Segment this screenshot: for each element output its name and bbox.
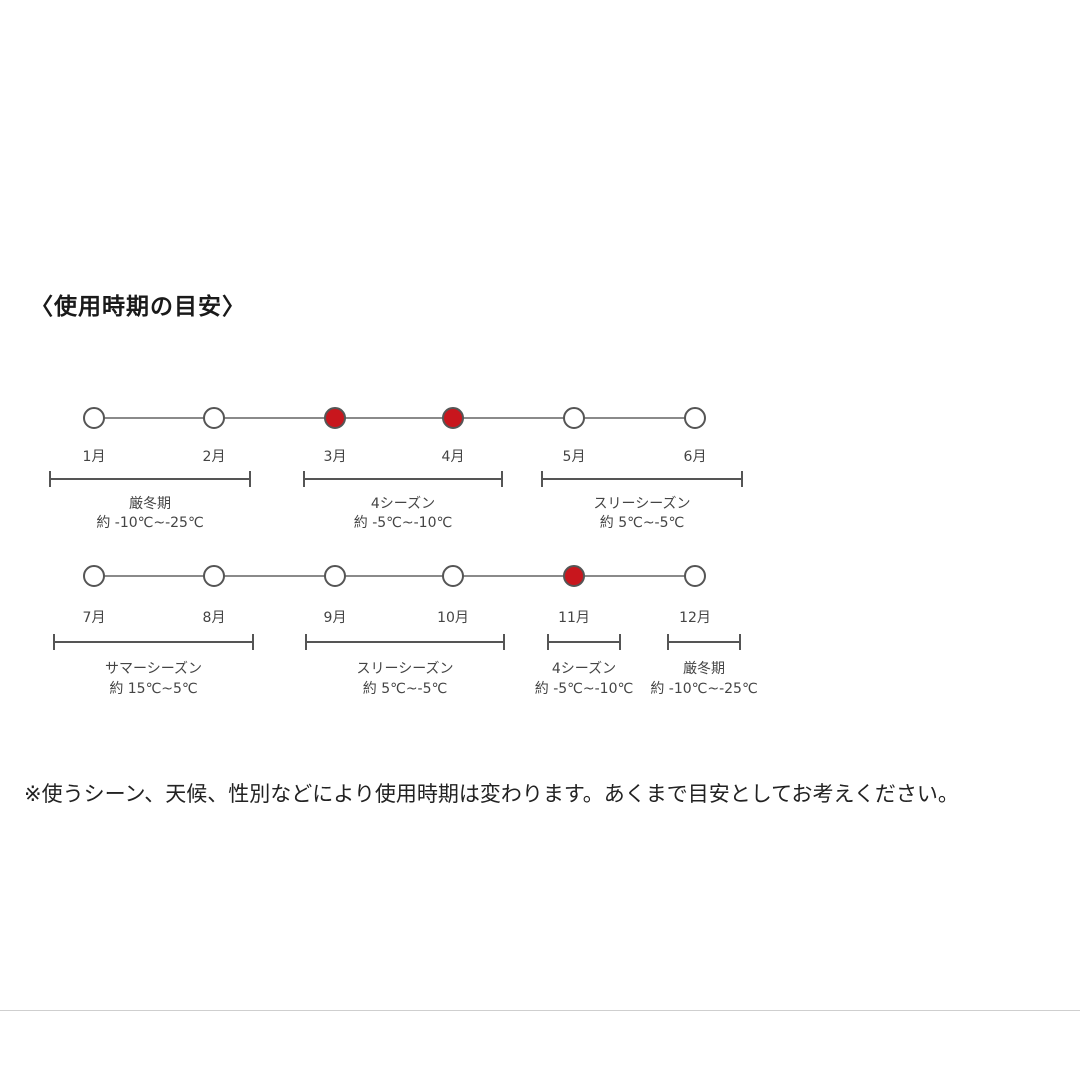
month-label: 2月 [203,449,226,465]
period-name: 4シーズン [371,496,435,512]
month-label: 3月 [324,449,347,465]
period-temperature: 約 -5℃~-10℃ [354,515,452,531]
period-temperature: 約 -10℃~-25℃ [96,515,203,531]
period-temperature: 約 -5℃~-10℃ [535,681,633,697]
divider [0,1010,1080,1011]
month-node [203,565,225,587]
month-label: 8月 [203,610,226,626]
period-temperature: 約 5℃~-5℃ [600,515,685,531]
month-node [684,565,706,587]
month-label: 1月 [83,449,106,465]
page-title: 〈使用時期の目安〉 [30,294,246,320]
month-node-active [442,407,464,429]
period-temperature: 約 -10℃~-25℃ [650,681,757,697]
period-name: 厳冬期 [129,496,171,512]
month-node [203,407,225,429]
month-label: 6月 [684,449,707,465]
month-label: 10月 [437,610,469,626]
month-node [684,407,706,429]
period-name: サマーシーズン [105,661,202,677]
month-label: 12月 [679,610,711,626]
month-label: 4月 [442,449,465,465]
month-label: 5月 [563,449,586,465]
period-temperature: 約 5℃~-5℃ [363,681,448,697]
month-node [563,407,585,429]
month-node-active [324,407,346,429]
month-label: 9月 [324,610,347,626]
month-label: 11月 [558,610,590,626]
period-name: スリーシーズン [356,661,453,677]
month-node [442,565,464,587]
month-node [83,407,105,429]
period-name: 厳冬期 [683,661,725,677]
period-temperature: 約 15℃~5℃ [109,681,197,697]
usage-note: ※使うシーン、天候、性別などにより使用時期は変わります。あくまで目安としてお考え… [24,782,959,806]
period-name: 4シーズン [552,661,616,677]
month-label: 7月 [83,610,106,626]
month-node [324,565,346,587]
month-node-active [563,565,585,587]
period-name: スリーシーズン [593,496,690,512]
month-node [83,565,105,587]
